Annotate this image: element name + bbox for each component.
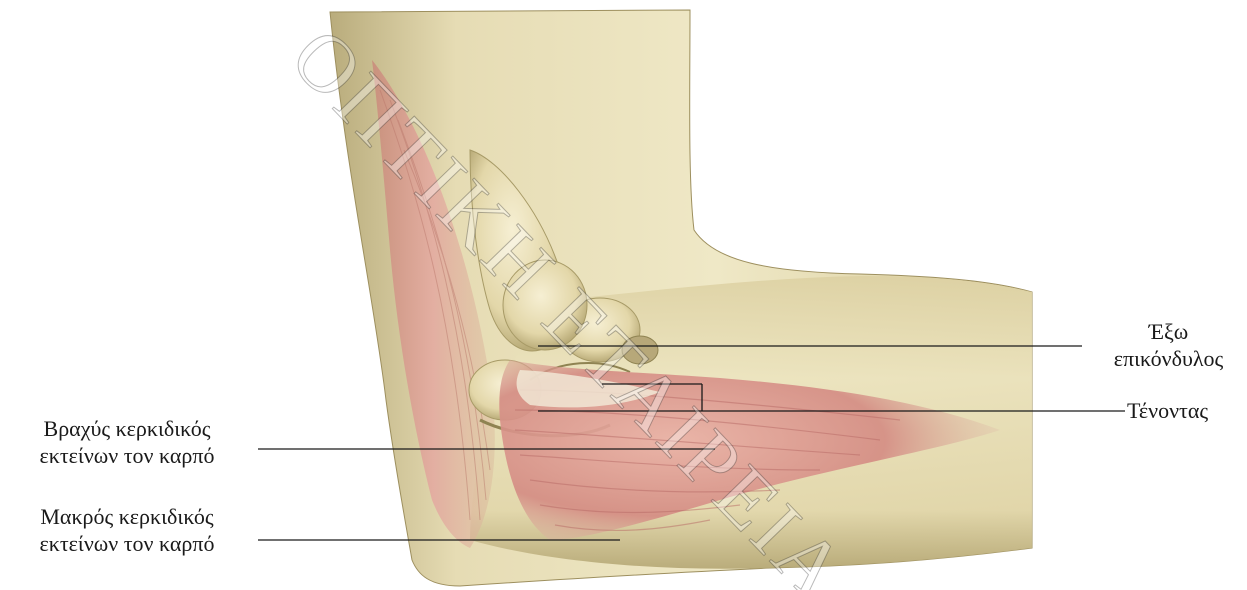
label-lateral-epicondyle-line2: επικόνδυλος — [1090, 345, 1247, 372]
label-ecrb-line1: Βραχύς κερκιδικός — [2, 415, 252, 442]
label-ecrl: Μακρός κερκιδικός εκτείνων τον καρπό — [2, 503, 252, 557]
label-ecrl-line1: Μακρός κερκιδικός — [2, 503, 252, 530]
label-lateral-epicondyle: Έξω επικόνδυλος — [1090, 318, 1247, 372]
label-lateral-epicondyle-line1: Έξω — [1090, 318, 1247, 345]
label-tendon: Τένοντας — [1127, 397, 1208, 424]
label-ecrb: Βραχύς κερκιδικός εκτείνων τον καρπό — [2, 415, 252, 469]
label-tendon-text: Τένοντας — [1127, 397, 1208, 424]
label-ecrb-line2: εκτείνων τον καρπό — [2, 442, 252, 469]
label-ecrl-line2: εκτείνων τον καρπό — [2, 530, 252, 557]
